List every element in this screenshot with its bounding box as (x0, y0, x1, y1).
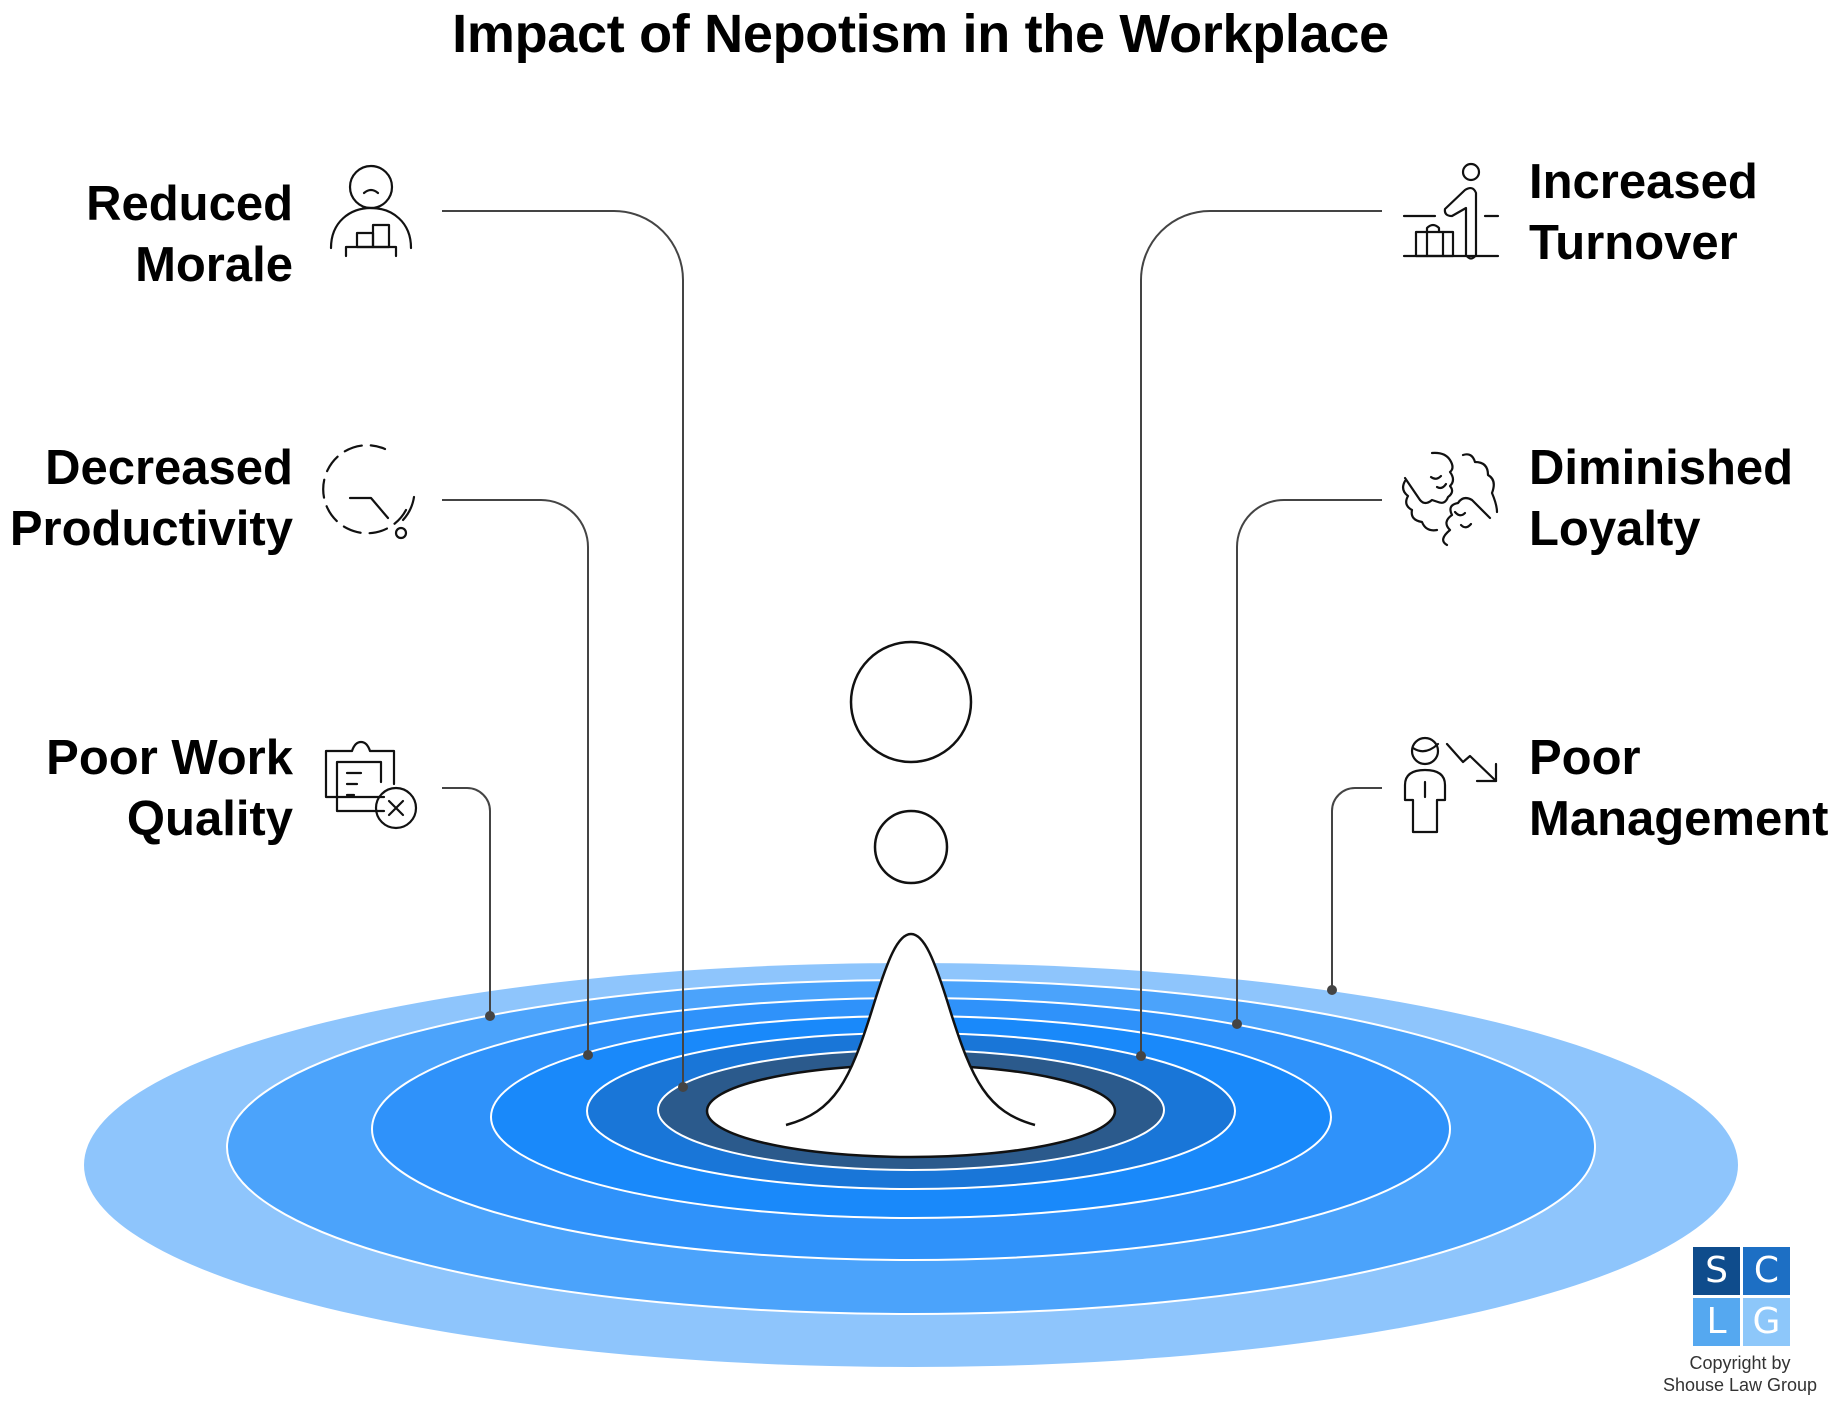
copyright-line: Copyright by (1689, 1353, 1791, 1373)
label-line: Morale (135, 238, 293, 292)
person-leaving-luggage-icon (1402, 162, 1500, 260)
connectors (442, 210, 1382, 1087)
impact-label-decreased-productivity: Decreased Productivity (10, 438, 293, 560)
connector-decreased-productivity (442, 499, 589, 1055)
sad-person-chart-icon (329, 164, 413, 258)
connector-reduced-morale (442, 210, 684, 1087)
connector-poor-work-quality (442, 787, 491, 1016)
logo-square-c: C (1743, 1247, 1790, 1295)
connector-dot (1327, 985, 1337, 995)
diagram-title: Impact of Nepotism in the Workplace (452, 4, 1389, 64)
label-line: Management (1529, 792, 1829, 846)
copyright-line: Shouse Law Group (1662, 1375, 1818, 1395)
connector-dot (1232, 1019, 1242, 1029)
copyright-notice: Copyright by Shouse Law Group (1640, 1352, 1840, 1396)
drop-large (849, 640, 973, 764)
logo-square-g: G (1743, 1298, 1790, 1346)
connector-dot (583, 1050, 593, 1060)
dashed-clock-icon (322, 444, 416, 540)
logo-square-l: L (1693, 1298, 1740, 1346)
label-line: Turnover (1529, 216, 1738, 270)
clipboard-x-icon (324, 740, 418, 830)
impact-label-increased-turnover: Increased Turnover (1529, 152, 1758, 274)
label-line: Reduced (86, 177, 293, 231)
connector-dot (1136, 1051, 1146, 1061)
connector-poor-management (1331, 787, 1382, 990)
label-line: Diminished (1529, 441, 1794, 495)
label-line: Loyalty (1529, 502, 1701, 556)
connector-dot (485, 1011, 495, 1021)
connector-dot (678, 1082, 688, 1092)
connector-dots (485, 985, 1337, 1092)
impact-label-reduced-morale: Reduced Morale (86, 174, 293, 296)
label-line: Productivity (9, 502, 293, 556)
label-line: Poor Work (46, 731, 293, 785)
label-line: Poor (1529, 731, 1641, 785)
splash-peak (785, 932, 1036, 1127)
impact-label-poor-work-quality: Poor Work Quality (46, 728, 293, 850)
logo-square-s: S (1693, 1247, 1740, 1295)
drop-small (873, 809, 949, 885)
impact-label-diminished-loyalty: Diminished Loyalty (1529, 438, 1793, 560)
broken-handshake-icon (1401, 451, 1499, 547)
label-line: Decreased (45, 441, 293, 495)
label-line: Increased (1529, 155, 1758, 209)
label-line: Quality (126, 792, 293, 846)
connector-increased-turnover (1140, 210, 1382, 1056)
impact-label-poor-management: Poor Management (1529, 728, 1829, 850)
sclg-logo: S C L G (1693, 1247, 1790, 1346)
connector-diminished-loyalty (1236, 499, 1382, 1024)
manager-downtrend-icon (1403, 736, 1498, 834)
